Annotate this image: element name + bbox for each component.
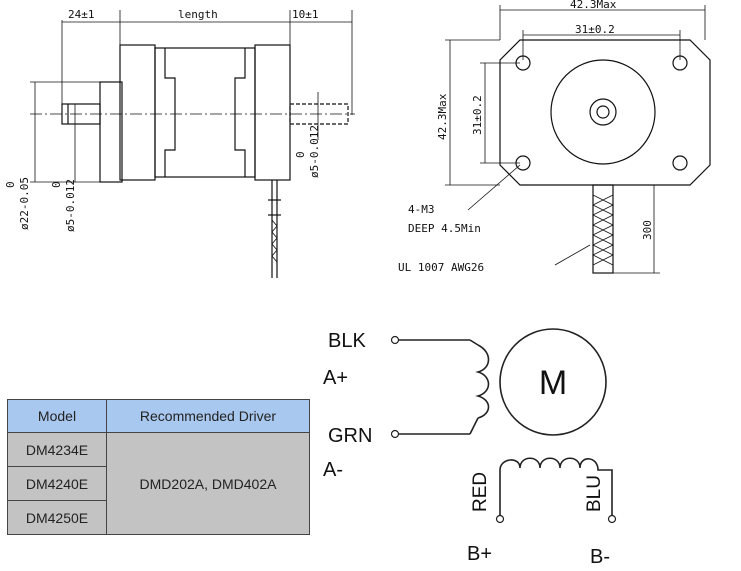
dim-shaft-length: 24±1 — [68, 8, 95, 21]
header-model: Model — [7, 399, 107, 433]
dim-overall-width: 42.3Max — [570, 0, 617, 11]
lead-blu: BLU — [584, 475, 605, 512]
note-thread: 4-M3 — [408, 203, 435, 216]
table-header-row: Model Recommended Driver — [7, 399, 310, 433]
dim-shaft-tol: 0 — [50, 181, 63, 188]
model-cell: DM4250E — [7, 500, 107, 535]
note-wire: UL 1007 AWG26 — [398, 261, 484, 274]
note-depth: DEEP 4.5Min — [408, 222, 481, 235]
table-row: DM4234E DMD202A, DMD402A — [7, 432, 310, 535]
wiring-schematic — [390, 328, 617, 524]
lead-grn: GRN — [328, 425, 372, 447]
dim-rear-shaft: 10±1 — [292, 8, 319, 21]
lead-blk: BLK — [328, 330, 366, 352]
dim-overall-height: 42.3Max — [436, 93, 449, 140]
dim-rear-tol: 0 — [294, 151, 307, 158]
phase-a-minus: A- — [323, 459, 343, 481]
dim-hole-spacing-h: 31±0.2 — [575, 23, 615, 36]
dim-rear-dia: ø5-0.012 — [308, 125, 321, 178]
table-row: DM4250E — [7, 500, 310, 535]
phase-b-minus: B- — [590, 546, 610, 568]
dim-body-length: length — [178, 8, 218, 21]
dim-boss-dia: ø22-0.05 — [18, 177, 31, 230]
motor-symbol: M — [539, 364, 567, 402]
front-view — [445, 5, 711, 274]
header-driver: Recommended Driver — [106, 399, 310, 433]
dim-hole-spacing-v: 31±0.2 — [471, 95, 484, 135]
dim-shaft-dia: ø5-0.012 — [64, 179, 77, 232]
model-cell: DM4234E — [7, 432, 107, 467]
lead-red: RED — [470, 472, 491, 512]
phase-a-plus: A+ — [323, 367, 348, 389]
table-row: DM4240E — [7, 466, 310, 501]
side-view — [30, 10, 355, 278]
dim-boss-tol: 0 — [4, 181, 17, 188]
driver-cell: DMD202A, DMD402A — [106, 432, 310, 535]
model-cell: DM4240E — [7, 466, 107, 501]
phase-b-plus: B+ — [467, 543, 492, 565]
dim-lead-length: 300 — [641, 220, 654, 240]
driver-table: Model Recommended Driver DM4234E DMD202A… — [7, 399, 310, 535]
